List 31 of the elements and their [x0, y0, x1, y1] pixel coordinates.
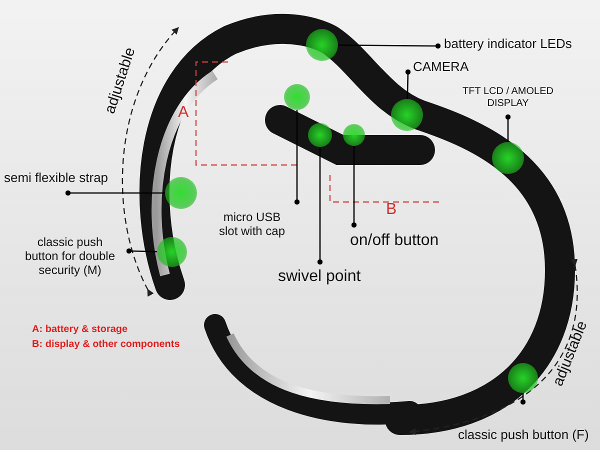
section-letter: A: [178, 104, 189, 122]
highlight-marker: [391, 99, 423, 131]
callout-label: TFT LCD / AMOLED DISPLAY: [448, 86, 568, 109]
leader-line: [126, 248, 158, 254]
key-note: B: display & other components: [32, 339, 180, 350]
callout-label: classic push button (F): [458, 428, 598, 443]
highlight-marker: [306, 29, 338, 61]
leader-line: [505, 114, 511, 142]
section-letter: B: [386, 201, 397, 220]
highlight-marker: [343, 124, 365, 146]
leader-line: [65, 190, 165, 196]
leader-line: [405, 69, 411, 100]
highlight-marker: [492, 142, 524, 174]
highlight-marker: [284, 84, 310, 110]
leader-line: [351, 146, 357, 228]
callout-label: on/off button: [350, 232, 480, 250]
leader-line: [317, 147, 323, 265]
callout-label: classic push button for double security (M): [22, 236, 118, 278]
callout-label: battery indicator LEDs: [444, 37, 594, 52]
highlight-marker: [308, 123, 332, 147]
callout-label: CAMERA: [413, 60, 493, 75]
callout-label: semi flexible strap: [4, 171, 134, 186]
highlight-marker: [157, 237, 187, 267]
leader-line: [338, 43, 441, 49]
callout-label: swivel point: [278, 268, 398, 286]
key-note: A: battery & storage: [32, 324, 128, 336]
highlight-marker: [165, 177, 197, 209]
leader-line: [294, 110, 300, 205]
leader-line: [520, 393, 526, 405]
highlight-marker: [508, 363, 538, 393]
callout-label: micro USB slot with cap: [213, 211, 291, 239]
